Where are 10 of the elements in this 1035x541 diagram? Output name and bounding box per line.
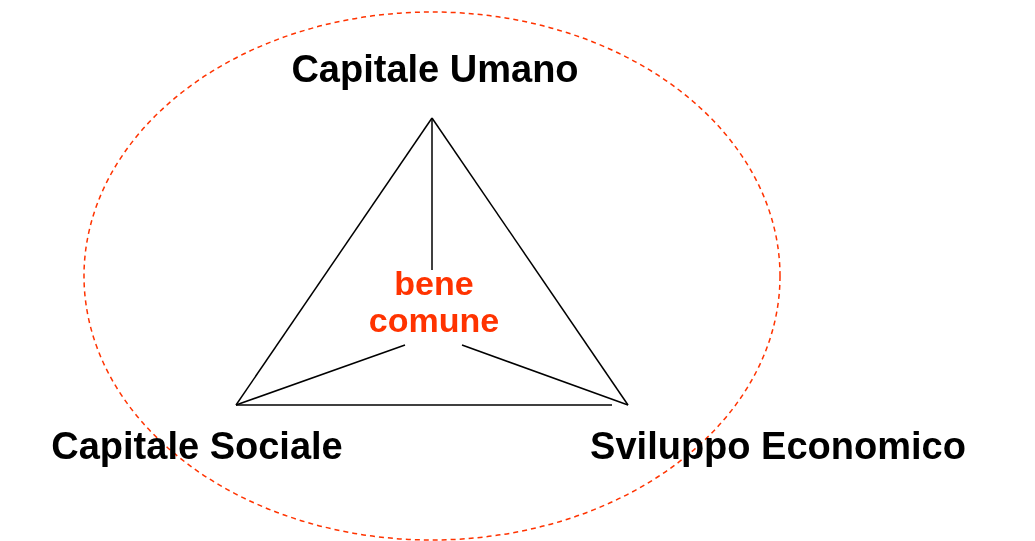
node-label: Capitale Umano xyxy=(291,49,579,91)
connector-line xyxy=(235,404,613,406)
node-label: Capitale Sociale xyxy=(51,426,343,468)
node-label: Sviluppo Economico xyxy=(590,426,966,468)
center-label: bene comune xyxy=(359,264,509,340)
connector-line xyxy=(461,344,629,406)
connector-line xyxy=(431,117,433,271)
connector-line xyxy=(235,344,406,406)
connector-line xyxy=(431,117,629,406)
connector-line xyxy=(235,117,433,406)
